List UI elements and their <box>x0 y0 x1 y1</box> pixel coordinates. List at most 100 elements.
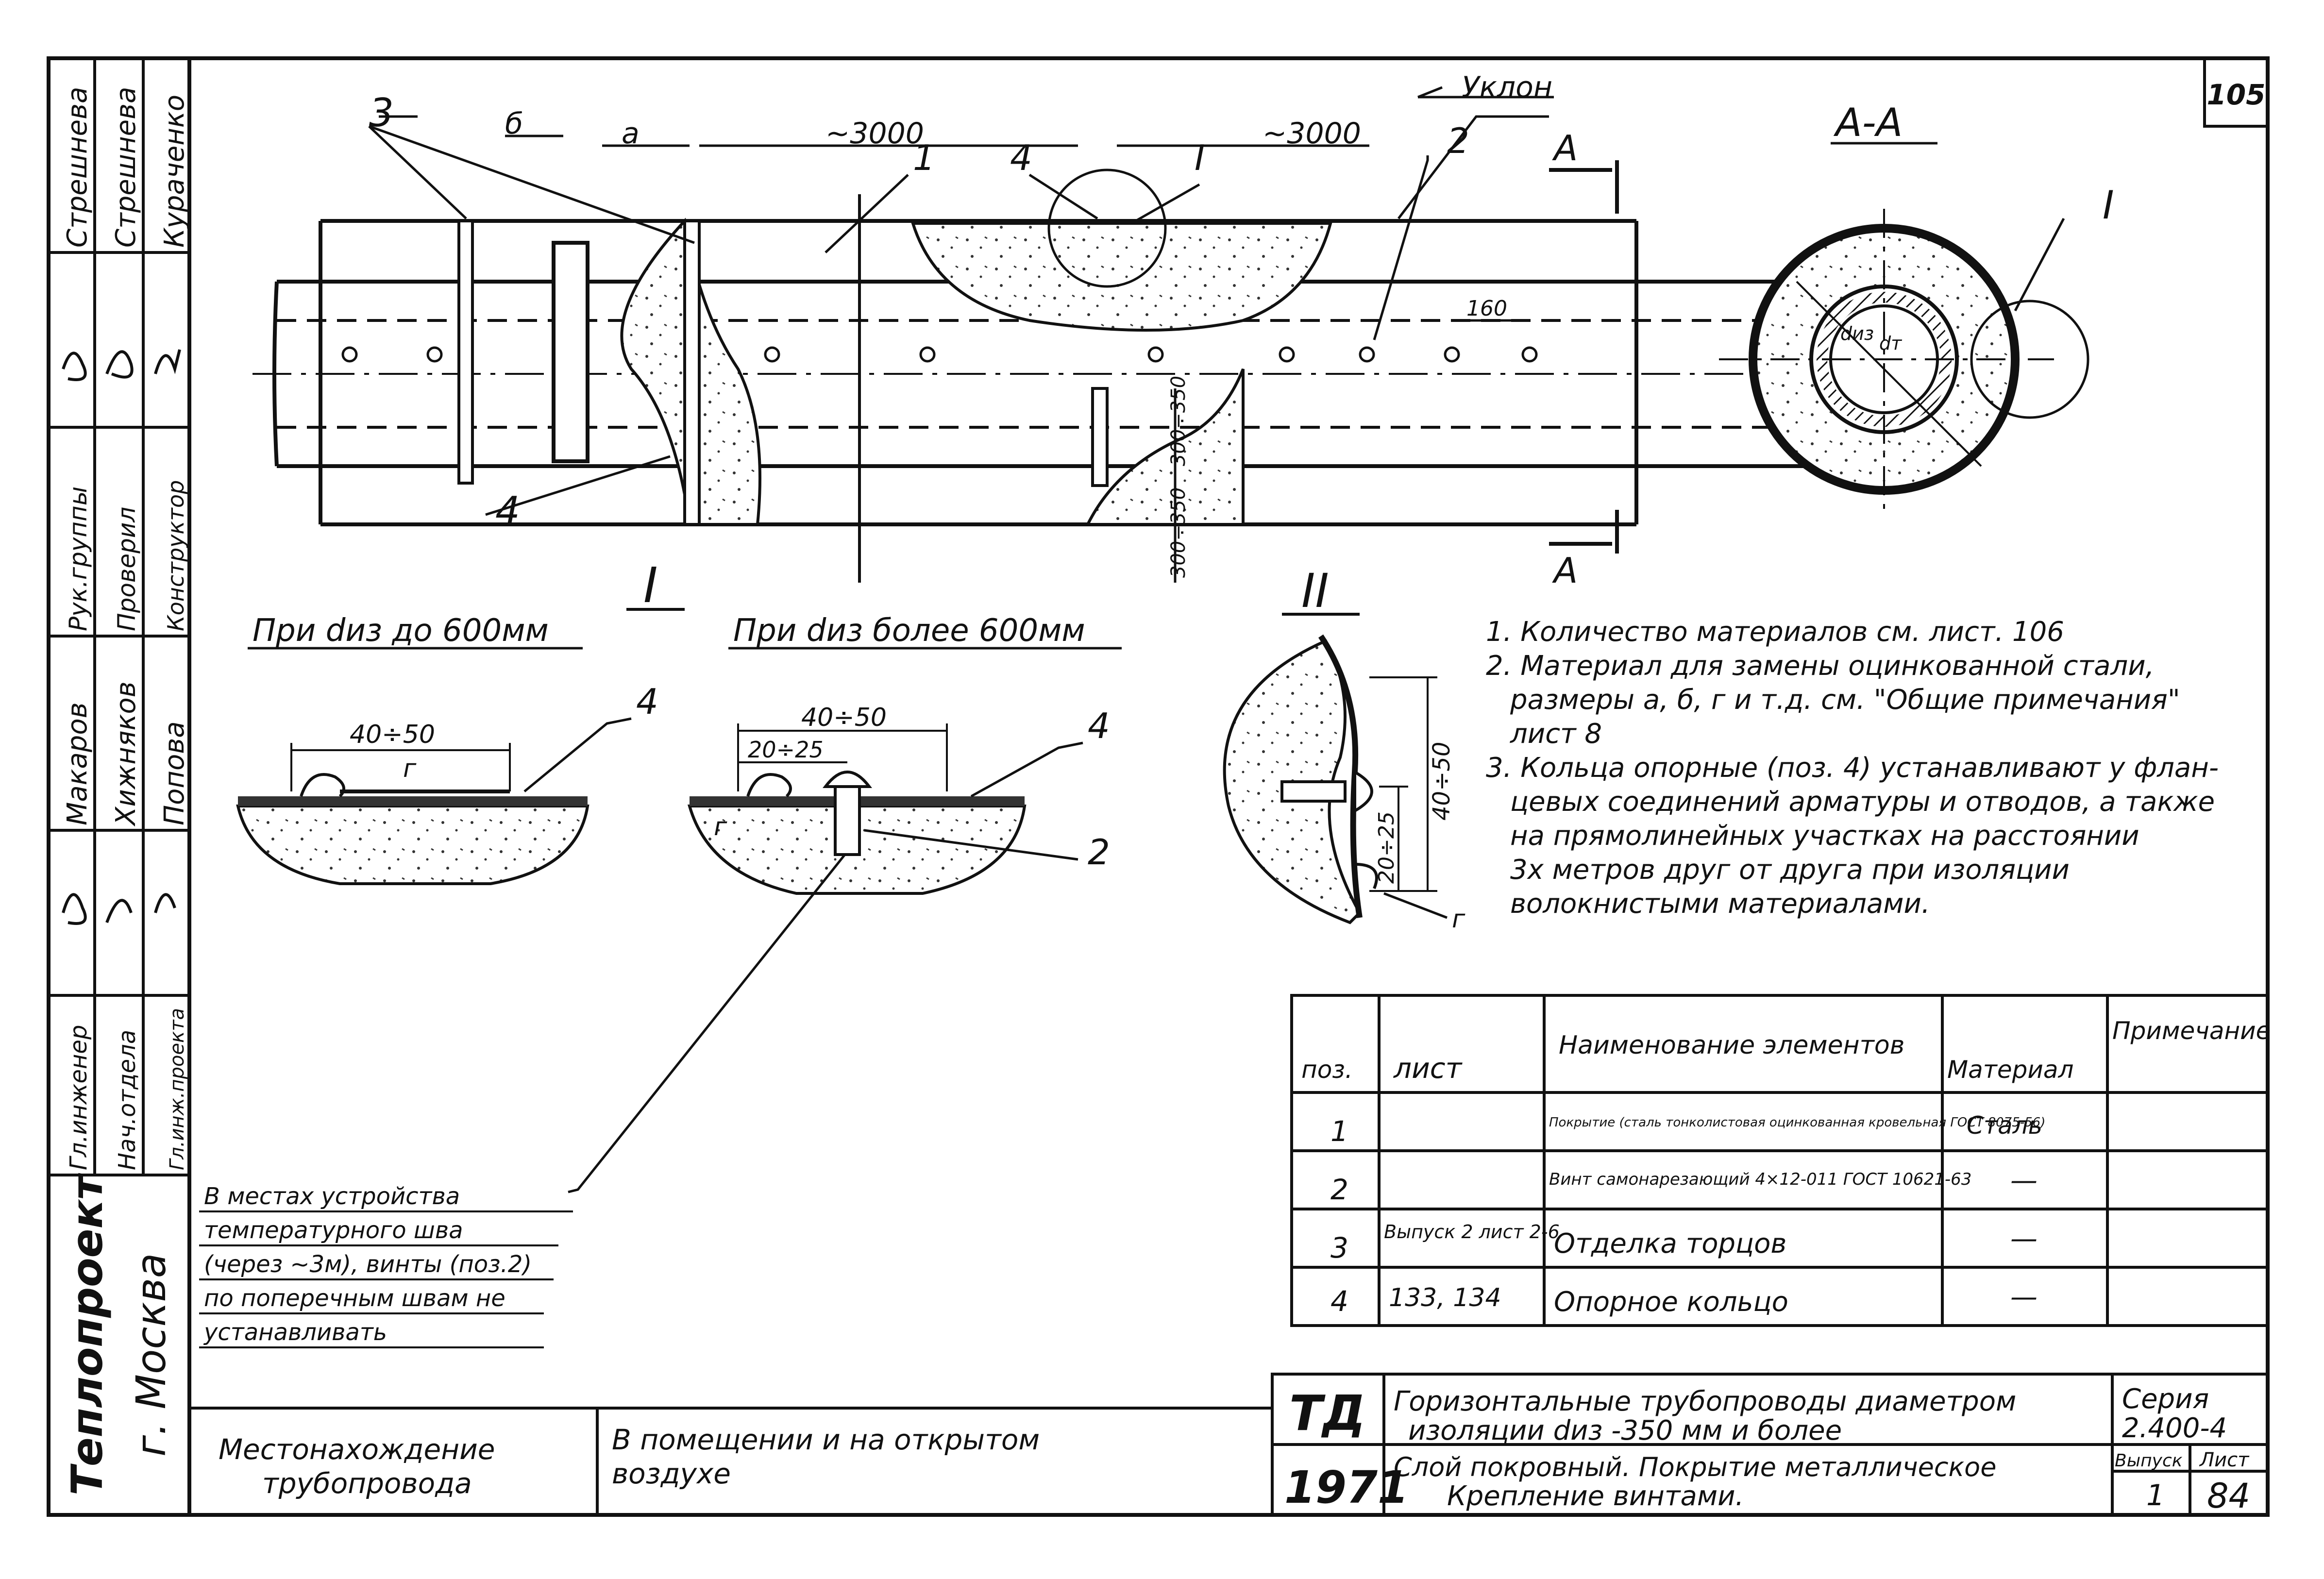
detail-II-g: г <box>1452 905 1465 934</box>
stamp-role-chief-project-engineer: Гл.инж.проекта <box>166 1008 188 1170</box>
row2-name: Винт самонарезающий 4×12-011 ГОСТ 10621-… <box>1549 1170 1971 1189</box>
dim-3000-right: ~3000 <box>1263 117 1361 151</box>
dim-a: а <box>622 117 640 151</box>
title-logo: ТД <box>1289 1385 1365 1442</box>
sheet-number: 105 <box>2206 78 2265 111</box>
col-name-header: Наименование элементов <box>1559 1031 1904 1060</box>
subtitle-line-2: Крепление винтами. <box>1447 1480 1744 1512</box>
expansion-line-2: температурного шва <box>204 1217 463 1244</box>
row1-pos: 1 <box>1330 1115 1348 1148</box>
note-line-5: 3. Кольца опорные (поз. 4) устанавливают… <box>1486 752 2219 784</box>
dim-300-350-b: 300÷350 <box>1167 487 1190 578</box>
title-year: 1971 <box>1284 1461 1409 1513</box>
note-line-3: размеры а, б, г и т.д. см. "Общие примеч… <box>1510 684 2180 716</box>
row3-pos: 3 <box>1330 1231 1348 1264</box>
section-d-iz: dиз <box>1840 323 1874 344</box>
location-label-2: трубопровода <box>262 1467 472 1500</box>
detail-II: II 40÷50 20÷25 г <box>1223 564 1465 934</box>
stamp-roles: Гл.инженер Нач.отдела Гл.инж.проекта Рук… <box>62 87 190 1495</box>
col-note-header: Примечание <box>2112 1017 2271 1045</box>
callout-pos-4-top: 4 <box>1010 137 1032 178</box>
stamp-name-5: Стрешнева <box>110 87 142 248</box>
stamp-name-4: Стрешнева <box>62 87 93 248</box>
stamp-role-checker: Проверил <box>113 507 141 631</box>
row4-name: Опорное кольцо <box>1554 1286 1788 1318</box>
side-stamp <box>49 58 189 1176</box>
row4-material: — <box>2010 1281 2038 1313</box>
main-pipe-view: 3 б а ~3000 1 4 I ~3000 Уклон 2 А А 4 16… <box>253 70 1967 591</box>
section-title: А-А <box>1833 100 1903 145</box>
title-block: ТД 1971 Горизонтальные трубопроводы диам… <box>1271 1373 2269 1516</box>
col-pos-header: поз. <box>1301 1056 1353 1084</box>
subtitle-line-1: Слой покровный. Покрытие металлическое <box>1394 1452 1996 1482</box>
callout-pos-2: 2 <box>1447 120 1469 161</box>
row3-sheet: Выпуск 2 лист 2-6 <box>1384 1221 1560 1243</box>
location-value-2: воздухе <box>612 1457 731 1490</box>
row3-name: Отделка торцов <box>1554 1228 1786 1260</box>
note-line-4: лист 8 <box>1510 718 1602 750</box>
dim-300-350-a: 300÷350 <box>1167 376 1190 466</box>
slope-label: Уклон <box>1462 70 1552 104</box>
detail-I-left-caption: При dиз до 600мм <box>253 613 549 649</box>
detail-I-right-dim-1: 40÷50 <box>801 703 887 732</box>
note-line-7: на прямолинейных участках на расстоянии <box>1510 820 2139 852</box>
section-callout-I: I <box>2103 183 2114 228</box>
stamp-organization: Теплопроект <box>62 1173 112 1495</box>
note-line-1: 1. Количество материалов см. лист. 106 <box>1486 616 2064 648</box>
detail-I-right-caption: При dиз более 600мм <box>733 613 1085 649</box>
note-line-8: 3х метров друг от друга при изоляции <box>1510 854 2070 886</box>
expansion-line-4: по поперечным швам не <box>204 1285 505 1312</box>
title-line-1: Горизонтальные трубопроводы диаметром <box>1394 1386 2016 1417</box>
section-a-a: А-А I dиз dт <box>1719 100 2114 515</box>
detail-I-right-2: 2 <box>1088 832 1110 873</box>
stamp-name-6: Кураченко <box>159 95 190 248</box>
row1-name: Покрытие (сталь тонколистовая оцинкованн… <box>1549 1115 2045 1130</box>
note-line-9: волокнистыми материалами. <box>1510 888 1930 920</box>
dim-160: 160 <box>1466 296 1507 321</box>
detail-I-right-g: г <box>714 812 727 841</box>
detail-I-left-g: г <box>403 754 417 783</box>
expansion-line-3: (через ~3м), винты (поз.2) <box>204 1251 532 1278</box>
callout-pos-3: 3 <box>369 90 394 135</box>
callout-pos-1: 1 <box>913 137 935 178</box>
series-value: 2.400-4 <box>2122 1412 2227 1444</box>
stamp-role-dept-head: Нач.отдела <box>114 1030 141 1170</box>
stamp-name-1: Макаров <box>62 702 93 825</box>
location-label-1: Местонахождение <box>219 1433 495 1466</box>
col-material-header: Материал <box>1947 1056 2074 1084</box>
general-notes: 1. Количество материалов см. лист. 106 2… <box>1486 616 2219 920</box>
detail-I-numeral: I <box>643 557 658 614</box>
sheet-label: Лист <box>2199 1449 2250 1471</box>
stamp-name-2: Хижняков <box>110 681 142 827</box>
stamp-role-group-lead: Рук.группы <box>64 487 92 631</box>
section-mark-bottom: А <box>1552 550 1578 591</box>
row4-sheet: 133, 134 <box>1389 1283 1501 1312</box>
section-mark-top: А <box>1552 128 1578 168</box>
detail-I: I При dиз до 600мм 40÷50 г 4 При dиз бол… <box>236 557 1122 1193</box>
location-value-1: В помещении и на открытом <box>612 1423 1040 1456</box>
row1-material: Сталь <box>1967 1111 2042 1140</box>
title-line-2: изоляции dиз -350 мм и более <box>1408 1415 1842 1446</box>
detail-II-dim-2: 20÷25 <box>1374 811 1399 884</box>
issue-value: 1 <box>2146 1478 2165 1512</box>
detail-I-right-dim-2: 20÷25 <box>748 737 824 763</box>
location-block: Местонахождение трубопровода В помещении… <box>188 1407 1274 1516</box>
dim-3000-left: ~3000 <box>825 117 924 151</box>
col-sheet-header: лист <box>1393 1052 1463 1085</box>
expansion-line-1: В местах устройства <box>204 1183 460 1210</box>
detail-I-left-dim: 40÷50 <box>350 720 435 749</box>
note-line-6: цевых соединений арматуры и отводов, а т… <box>1510 786 2215 818</box>
callout-pos-4-bottom: 4 <box>495 488 520 534</box>
detail-I-right-4: 4 <box>1088 706 1110 746</box>
detail-II-dim-1: 40÷50 <box>1428 742 1455 821</box>
section-d-t: dт <box>1879 333 1903 354</box>
note-line-2: 2. Материал для замены оцинкованной стал… <box>1486 650 2154 682</box>
specification-table: поз. лист Наименование элементов Материа… <box>1290 994 2271 1327</box>
row2-material: — <box>2010 1165 2038 1196</box>
sheet-value: 84 <box>2207 1476 2250 1516</box>
series-label: Серия <box>2122 1383 2209 1415</box>
detail-II-numeral: II <box>1301 564 1329 618</box>
issue-label: Выпуск <box>2115 1451 2183 1471</box>
callout-detail-I: I <box>1195 137 1205 178</box>
